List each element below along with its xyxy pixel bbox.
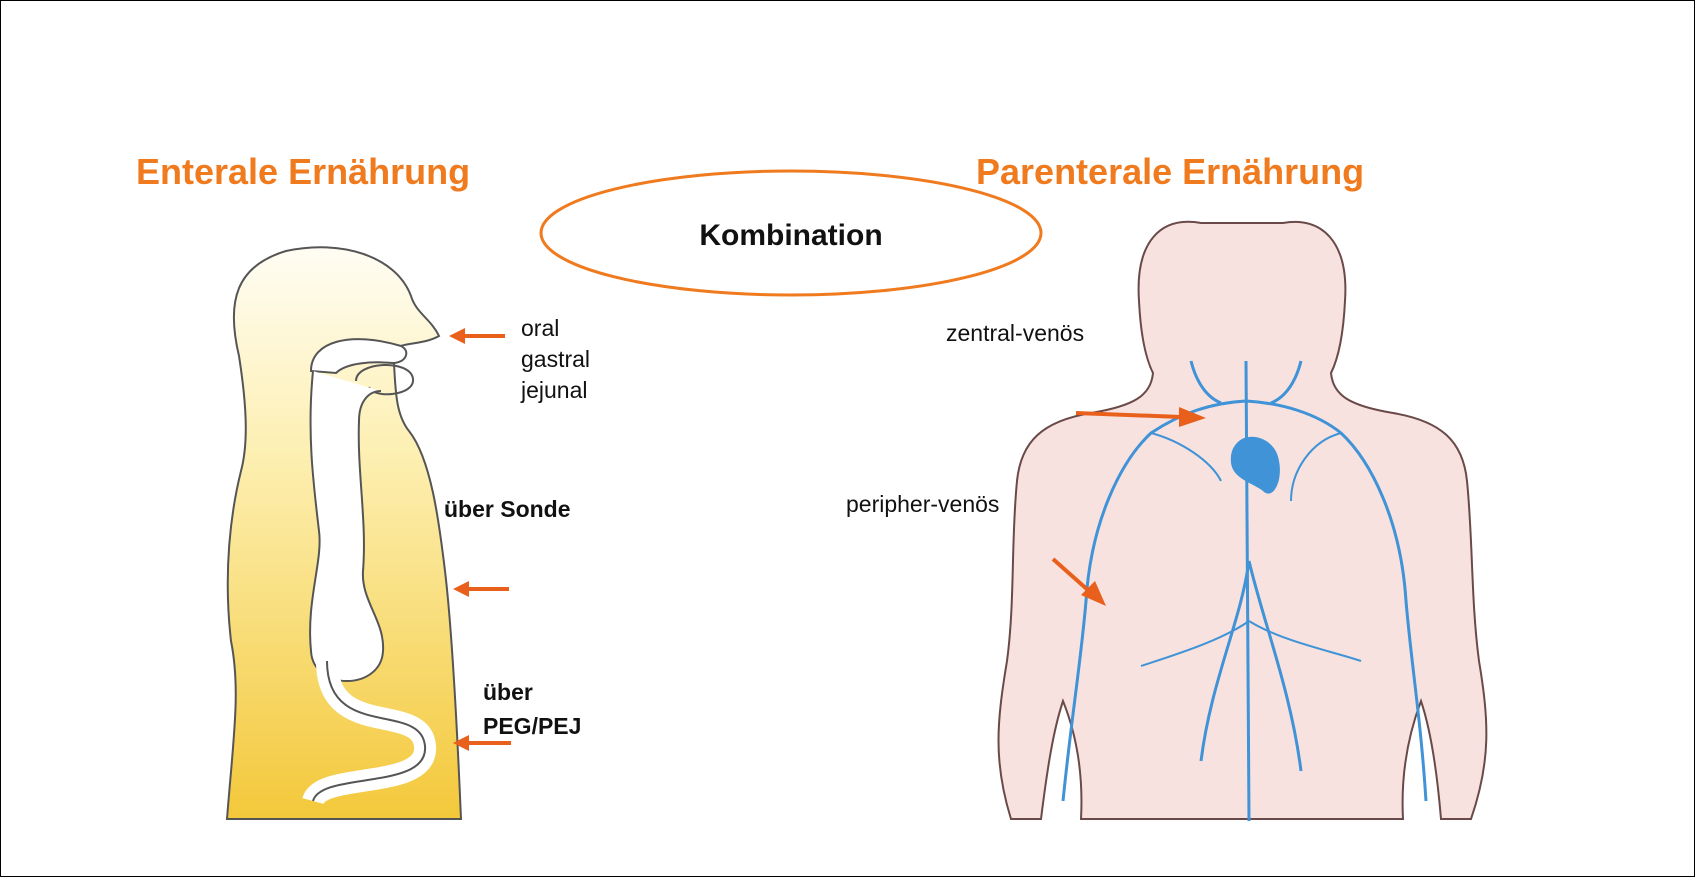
label-jejunal: jejunal <box>521 375 588 406</box>
digestive-tract-figure <box>227 247 461 819</box>
label-peg-pej: PEG/PEJ <box>483 711 581 742</box>
label-ueber-sonde: über Sonde <box>444 494 571 525</box>
label-zentral-venoes: zentral-venös <box>946 318 1084 349</box>
title-enteral: Enterale Ernährung <box>136 151 470 193</box>
label-oral: oral <box>521 313 559 344</box>
title-parenteral: Parenterale Ernährung <box>976 151 1364 193</box>
kombination-label: Kombination <box>581 201 1001 271</box>
label-peripher-venoes: peripher-venös <box>846 489 999 520</box>
label-gastral: gastral <box>521 344 590 375</box>
label-ueber: über <box>483 677 533 708</box>
